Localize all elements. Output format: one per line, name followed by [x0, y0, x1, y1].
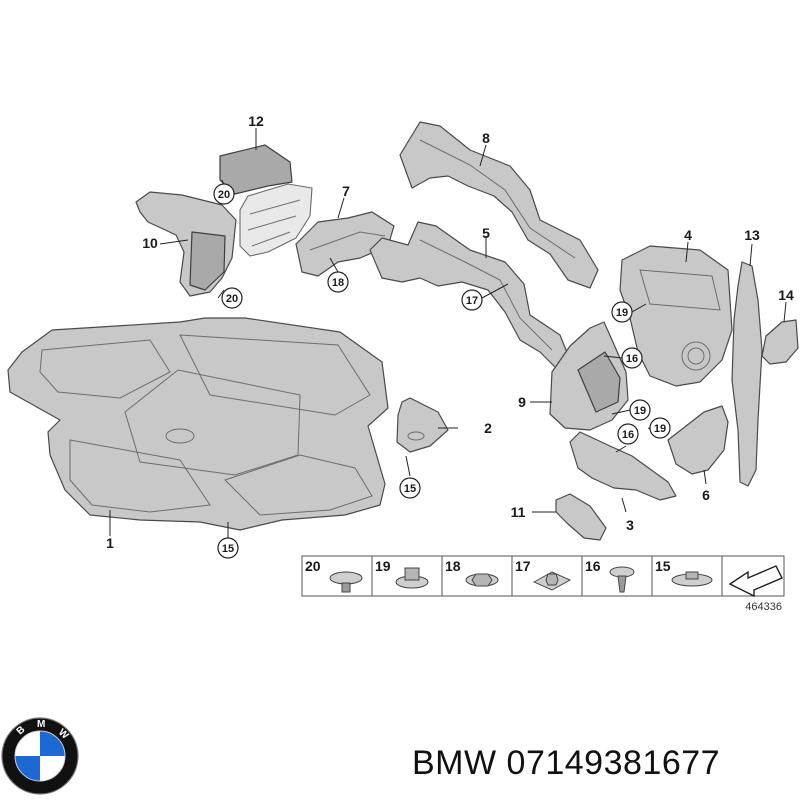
legend-item-16: 16	[585, 558, 601, 574]
svg-text:19: 19	[616, 307, 628, 319]
part-6-bracket	[667, 405, 729, 475]
callout-14: 14	[778, 287, 794, 303]
callout-8: 8	[482, 130, 490, 146]
callout-3: 3	[626, 517, 634, 533]
flat-clip-icon	[671, 571, 713, 587]
svg-text:17: 17	[466, 295, 478, 307]
direction-arrow-icon	[728, 565, 783, 598]
callout-labels: 12 10 7 8 5 4 13 14 9 2 6 11 3 1	[106, 113, 794, 551]
callout-4: 4	[684, 227, 692, 243]
circled-callout-18: 18	[327, 271, 349, 293]
svg-text:19: 19	[634, 405, 646, 417]
part-13-strip	[731, 261, 763, 487]
part-3-shield	[569, 431, 677, 501]
part-11-clip	[555, 493, 607, 541]
fastener-legend: 20 19 18 17 16 15	[301, 555, 785, 598]
legend-item-20: 20	[305, 558, 321, 574]
callout-2: 2	[484, 420, 492, 436]
callout-1: 1	[106, 535, 114, 551]
callout-11: 11	[511, 504, 526, 520]
footer-part-label: BMW 07149381677	[412, 744, 720, 783]
svg-text:15: 15	[222, 543, 234, 555]
bmw-logo: B M W	[1, 717, 79, 795]
callout-12: 12	[248, 113, 264, 129]
circled-callout-20-bottom: 20	[221, 287, 243, 309]
callout-13: 13	[744, 227, 760, 243]
callout-6: 6	[702, 487, 710, 503]
footer-brand: BMW	[412, 744, 497, 782]
plastic-rivet-icon	[609, 566, 635, 593]
circled-callout-15-b: 15	[217, 537, 239, 559]
circled-callout-19-c: 19	[649, 417, 671, 439]
svg-text:20: 20	[218, 189, 230, 201]
diagram-reference-number: 464336	[745, 601, 782, 613]
circled-callout-15-a: 15	[399, 477, 421, 499]
part-14-clip	[761, 319, 799, 365]
part-2-plate	[396, 397, 449, 453]
circled-callout-16-a: 16	[621, 347, 643, 369]
svg-text:16: 16	[622, 429, 634, 441]
circled-callout-16-b: 16	[617, 423, 639, 445]
leader-lines	[109, 128, 787, 538]
svg-text:M: M	[37, 719, 45, 730]
legend-item-15: 15	[655, 558, 671, 574]
circled-callout-19-b: 19	[629, 399, 651, 421]
circled-callout-17: 17	[461, 289, 483, 311]
callout-10: 10	[142, 235, 158, 251]
callout-9: 9	[518, 394, 526, 410]
part-4-panel	[619, 245, 733, 387]
callout-7: 7	[342, 183, 350, 199]
hex-nut-icon	[465, 573, 499, 587]
part-1-underbody-shield	[7, 317, 389, 531]
svg-text:16: 16	[626, 353, 638, 365]
svg-text:18: 18	[332, 277, 344, 289]
part-8-long-shield	[399, 121, 599, 289]
legend-item-19: 19	[375, 558, 391, 574]
speed-nut-icon	[532, 571, 572, 591]
part-10-bracket	[135, 191, 237, 297]
svg-text:20: 20	[226, 293, 238, 305]
footer-part-number: 07149381677	[506, 744, 721, 782]
legend-item-17: 17	[515, 558, 531, 574]
circled-callout-19-a: 19	[611, 301, 633, 323]
circled-callout-20-top: 20	[213, 183, 235, 205]
part-heat-shield-light	[239, 183, 313, 257]
svg-text:19: 19	[654, 423, 666, 435]
nut-clip-icon	[395, 567, 429, 589]
circled-callouts: 20 20 18 17 19 16 19 19	[213, 183, 671, 559]
legend-item-18: 18	[445, 558, 461, 574]
push-rivet-icon	[329, 571, 363, 593]
svg-text:15: 15	[404, 483, 416, 495]
callout-5: 5	[482, 225, 490, 241]
part-9-shield	[549, 321, 629, 431]
